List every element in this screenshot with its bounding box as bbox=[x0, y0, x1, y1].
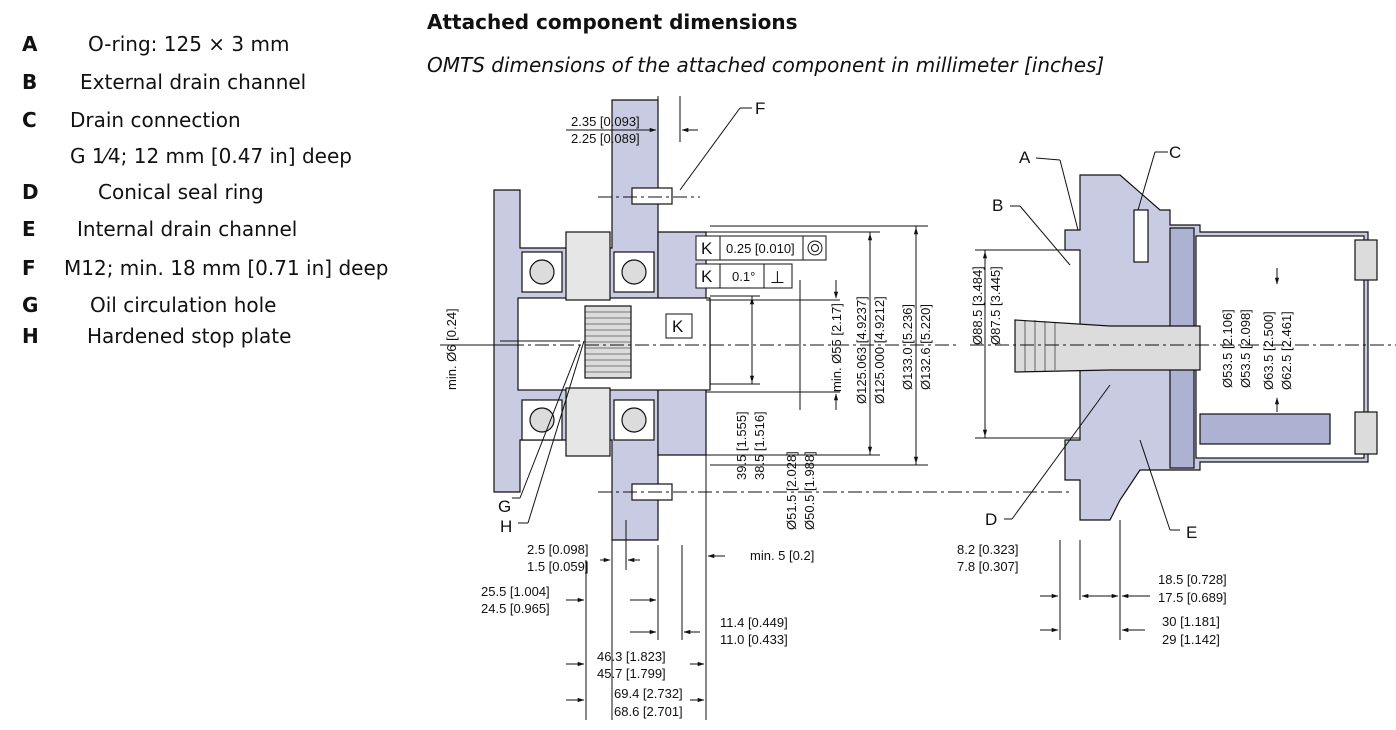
dim-d55: min. Ø55 [2.17] bbox=[829, 303, 844, 392]
page-subtitle: OMTS dimensions of the attached componen… bbox=[427, 53, 1105, 77]
left-bearing-ball bbox=[529, 259, 555, 285]
legend-letter: A bbox=[22, 32, 38, 56]
legend-text: Drain connection bbox=[70, 108, 241, 132]
dim-d63b: Ø62.5 [2.461] bbox=[1279, 311, 1294, 390]
perpendicularity-datum: K bbox=[701, 267, 713, 286]
right-drain-connection bbox=[1133, 209, 1149, 263]
left-bolt-hole-top bbox=[631, 187, 673, 205]
legend-letter: C bbox=[22, 108, 37, 132]
left-gear-ring-lower bbox=[565, 387, 611, 457]
tolerance-frames bbox=[665, 235, 827, 339]
left-bearing-ball bbox=[621, 407, 647, 433]
legend-text: Hardened stop plate bbox=[87, 324, 292, 348]
left-bearing-ball bbox=[621, 259, 647, 285]
right-port-plug-bottom bbox=[1354, 411, 1378, 455]
dim-b25a: 2.5 [0.098] bbox=[527, 542, 588, 557]
callout-g: G bbox=[498, 497, 511, 516]
legend-letter: H bbox=[22, 324, 39, 348]
callout-c: C bbox=[1169, 143, 1181, 162]
dim-d125a: Ø125.063 [4.9237] bbox=[854, 296, 869, 404]
right-view-labels: A B C D E Ø88.5 [3.484] Ø87.5 [3.445] Ø5… bbox=[957, 143, 1294, 647]
legend-letter: E bbox=[22, 217, 36, 241]
dim-d51b: Ø50.5 [1.988] bbox=[802, 451, 817, 530]
dim-d63a: Ø63.5 [2.500] bbox=[1261, 311, 1276, 390]
dim-b30b: 29 [1.142] bbox=[1162, 632, 1220, 647]
dim-top-a: 2.35 [0.093] bbox=[571, 114, 640, 129]
dim-b185a: 18.5 [0.728] bbox=[1158, 572, 1227, 587]
legend-text: M12; min. 18 mm [0.71 in] deep bbox=[64, 256, 389, 280]
dim-top-b: 2.25 [0.089] bbox=[571, 131, 640, 146]
right-shaft bbox=[1014, 319, 1201, 373]
dim-min5: min. 5 [0.2] bbox=[750, 548, 814, 563]
dim-r39a: 39.5 [1.555] bbox=[734, 411, 749, 480]
dim-d133a: Ø133.0 [5.236] bbox=[900, 304, 915, 390]
page-title: Attached component dimensions bbox=[427, 10, 798, 34]
dim-b114a: 11.4 [0.449] bbox=[720, 615, 788, 630]
dim-d125b: Ø125.000 [4.9212] bbox=[872, 296, 887, 404]
dim-r39b: 38.5 [1.516] bbox=[752, 411, 767, 480]
dim-b463a: 46.3 [1.823] bbox=[597, 649, 666, 664]
dim-b694a: 69.4 [2.732] bbox=[614, 686, 683, 701]
dim-d88b: Ø87.5 [3.445] bbox=[988, 266, 1003, 345]
legend-letter: G bbox=[22, 293, 39, 317]
legend-text: Internal drain channel bbox=[77, 217, 298, 241]
left-gear-ring bbox=[565, 231, 611, 301]
callout-f: F bbox=[755, 99, 765, 118]
dim-d133b: Ø132.6 [5.220] bbox=[918, 304, 933, 390]
dim-d88a: Ø88.5 [3.484] bbox=[970, 266, 985, 345]
legend-text: Conical seal ring bbox=[98, 180, 264, 204]
dim-b255b: 24.5 [0.965] bbox=[481, 601, 550, 616]
callout-d: D bbox=[985, 510, 997, 529]
callout-e: E bbox=[1186, 523, 1197, 542]
right-drain-channel bbox=[1199, 413, 1331, 445]
legend-text: Oil circulation hole bbox=[90, 293, 277, 317]
dim-b25b: 1.5 [0.059] bbox=[527, 559, 588, 574]
dim-d53a: Ø53.5 [2.106] bbox=[1220, 309, 1235, 388]
perpendicularity-value: 0.1° bbox=[732, 269, 755, 284]
left-centerlines bbox=[460, 196, 1070, 493]
dim-b114b: 11.0 [0.433] bbox=[720, 632, 788, 647]
right-dimension-lines bbox=[975, 151, 1280, 640]
left-bearing-top-2 bbox=[613, 251, 655, 293]
legend-letter: F bbox=[22, 256, 36, 280]
dim-b30a: 30 [1.181] bbox=[1162, 614, 1220, 629]
datum-k: K bbox=[672, 317, 684, 336]
left-view-labels: F G H K K 0.25 [0.010] K 0.1° ⊥ 2.35 [0.… bbox=[444, 99, 933, 719]
dim-min-bore: min. Ø6 [0.24] bbox=[444, 308, 459, 390]
dim-b82b: 7.8 [0.307] bbox=[957, 559, 1018, 574]
legend-text: O-ring: 125 × 3 mm bbox=[88, 32, 290, 56]
dim-d53b: Ø53.5 [2.098] bbox=[1238, 309, 1253, 388]
legend-text: External drain channel bbox=[80, 70, 307, 94]
dim-b185b: 17.5 [0.689] bbox=[1158, 590, 1227, 605]
callout-h: H bbox=[500, 517, 512, 536]
left-dimension-lines bbox=[440, 96, 928, 720]
dim-b82a: 8.2 [0.323] bbox=[957, 542, 1018, 557]
perpendicularity-symbol: ⊥ bbox=[770, 268, 785, 287]
concentricity-value: 0.25 [0.010] bbox=[726, 241, 795, 256]
legend-letter: D bbox=[22, 180, 39, 204]
dim-b255a: 25.5 [1.004] bbox=[481, 584, 550, 599]
legend-letter: B bbox=[22, 70, 38, 94]
callout-b: B bbox=[992, 196, 1003, 215]
right-section-view bbox=[1014, 174, 1378, 521]
callout-a: A bbox=[1019, 148, 1031, 167]
dim-b694b: 68.6 [2.701] bbox=[614, 704, 683, 719]
right-port-plug-top bbox=[1354, 239, 1378, 281]
concentricity-datum: K bbox=[701, 239, 713, 258]
dim-d51a: Ø51.5 [2.028] bbox=[784, 451, 799, 530]
dim-b463b: 45.7 [1.799] bbox=[597, 666, 666, 681]
legend-text: G 1⁄4; 12 mm [0.47 in] deep bbox=[70, 144, 352, 168]
